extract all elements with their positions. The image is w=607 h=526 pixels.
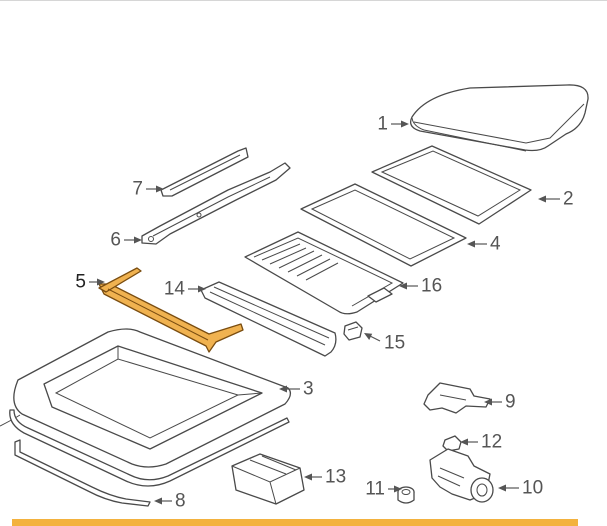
callout-10: 10 (522, 478, 543, 499)
part-7-guide-rail[interactable] (160, 147, 249, 197)
part-14-wind-deflector[interactable] (200, 281, 337, 357)
callout-12: 12 (481, 432, 502, 453)
top-divider (0, 0, 607, 1)
callout-labels: 1 2 3 4 5 6 7 8 9 10 11 12 13 14 15 16 (75, 114, 573, 512)
part-13-control-module[interactable] (231, 453, 305, 505)
callout-11: 11 (365, 479, 385, 500)
leader-lines (89, 120, 560, 505)
callout-7: 7 (132, 179, 143, 200)
part-12-fastener[interactable] (442, 435, 462, 452)
callout-3: 3 (303, 379, 314, 400)
part-5-cross-member[interactable] (98, 267, 244, 353)
part-1-glass-panel[interactable] (409, 84, 589, 152)
part-16-sunshade[interactable] (244, 231, 404, 315)
part-3-sunroof-frame[interactable] (13, 328, 292, 468)
part-8-drain-hose[interactable] (9, 409, 290, 507)
callout-1: 1 (377, 114, 388, 135)
callout-8: 8 (175, 491, 186, 512)
accent-bar (12, 519, 578, 526)
callout-5: 5 (75, 272, 86, 293)
part-9-bracket[interactable] (423, 382, 491, 414)
callout-9: 9 (505, 392, 516, 413)
callout-15: 15 (384, 333, 405, 354)
callout-13: 13 (325, 467, 346, 488)
callout-2: 2 (563, 189, 574, 210)
part-6-drive-rail[interactable] (141, 162, 291, 245)
part-2-glass-seal[interactable] (371, 145, 532, 225)
callout-6: 6 (110, 230, 121, 251)
callout-4: 4 (490, 234, 501, 255)
part-4-frame-seal[interactable] (300, 183, 467, 267)
callout-16: 16 (421, 276, 442, 297)
callout-14: 14 (164, 279, 186, 300)
part-15-clip[interactable] (343, 321, 363, 341)
part-11-grommet[interactable] (397, 486, 415, 504)
part-10-motor[interactable] (429, 448, 494, 503)
